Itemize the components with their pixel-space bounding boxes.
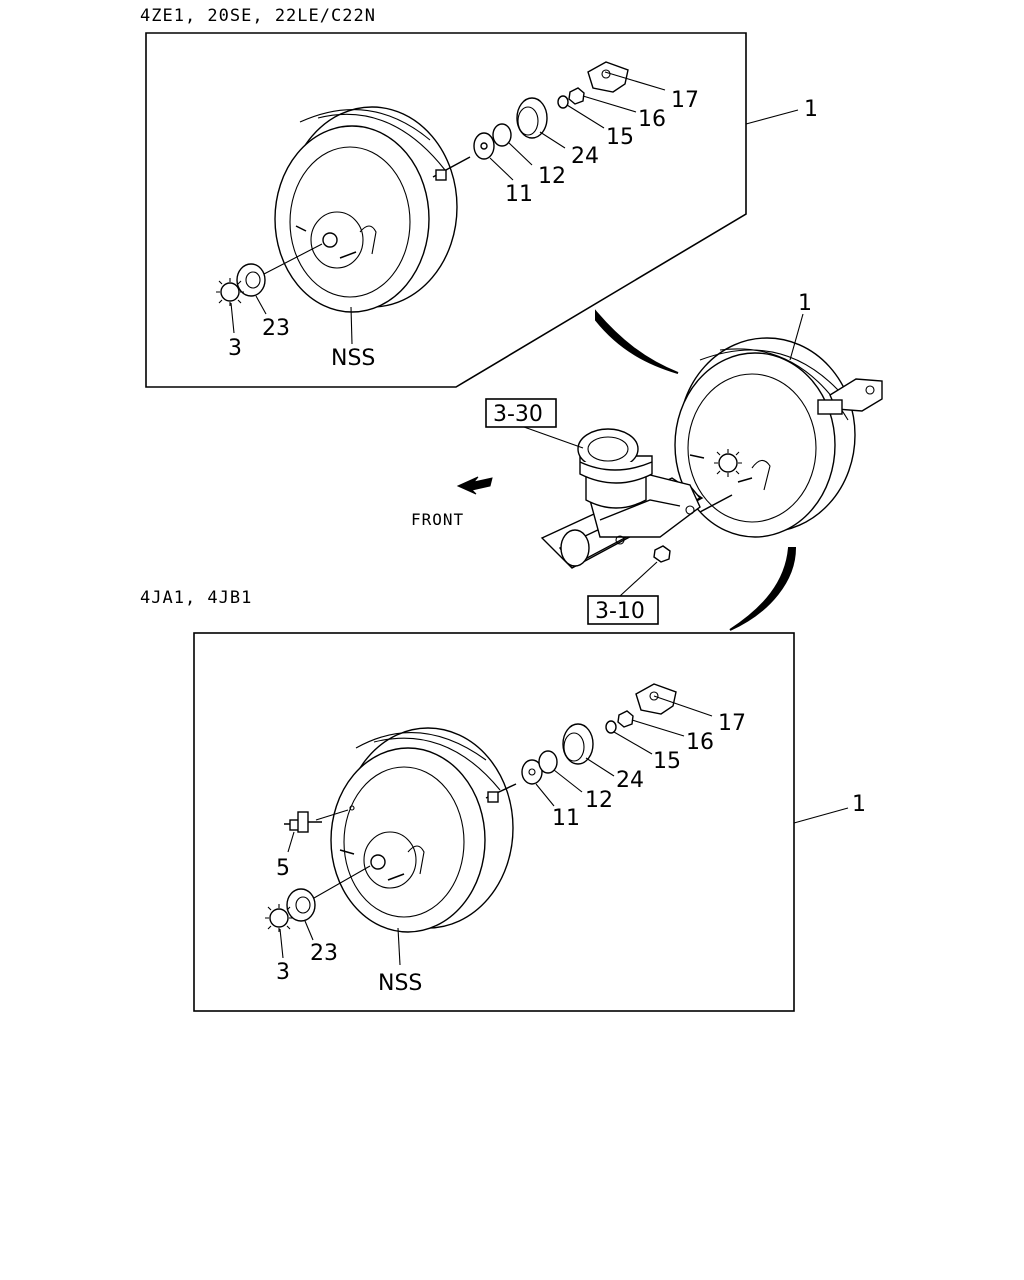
top-part-16-nut — [568, 87, 585, 105]
top-callout-12: 12 — [538, 164, 566, 189]
bottom-callout-1: 1 — [852, 792, 866, 817]
top-front-fasteners — [216, 243, 323, 306]
bottom-booster-drum — [330, 727, 517, 933]
top-variant-header: 4ZE1, 20SE, 22LE/C22N — [140, 6, 376, 26]
ref-box-3-30: 3-30 — [485, 398, 584, 449]
main-callout-1: 1 — [798, 291, 812, 316]
front-label: FRONT — [411, 510, 464, 529]
ref-box-3-10: 3-10 — [587, 561, 659, 625]
bottom-part-17-clevis — [635, 683, 677, 715]
bottom-callout-5: 5 — [276, 856, 290, 881]
bottom-variant-header: 4JA1, 4JB1 — [140, 588, 252, 608]
top-part-3-lockwasher — [216, 278, 244, 306]
top-callout-3: 3 — [228, 336, 242, 361]
bottom-part-15-ring — [605, 720, 617, 734]
bottom-detail-frame — [193, 632, 795, 1012]
front-arrow-icon — [456, 476, 493, 495]
bottom-callout-3: 3 — [276, 960, 290, 985]
bottom-callout-24: 24 — [616, 768, 644, 793]
bottom-callout-nss: NSS — [378, 971, 422, 996]
bottom-part-3-lockwasher — [265, 904, 293, 932]
top-callouts: 17 16 15 24 12 11 23 3 NSS 1 — [228, 88, 818, 371]
ref-3-30-label: 3-30 — [493, 402, 543, 427]
main-lockwasher — [714, 449, 742, 477]
bottom-leader-lines — [279, 695, 849, 966]
bottom-small-parts — [521, 683, 677, 785]
top-detail-frame — [145, 32, 747, 388]
ref-3-10-label: 3-10 — [595, 599, 645, 624]
top-connector-arrow — [595, 309, 679, 374]
reservoir — [577, 428, 653, 509]
top-part-15-ring — [557, 95, 569, 109]
bottom-callouts: 17 16 15 24 12 11 5 23 3 NSS 1 — [276, 711, 866, 996]
bottom-front-fasteners — [265, 809, 371, 932]
bottom-callout-11: 11 — [552, 806, 580, 831]
top-callout-nss: NSS — [331, 346, 375, 371]
bottom-part-16-nut — [617, 710, 634, 728]
top-callout-15: 15 — [606, 125, 634, 150]
master-cylinder-nut — [653, 545, 671, 563]
bottom-callout-12: 12 — [585, 788, 613, 813]
top-callout-24: 24 — [571, 144, 599, 169]
bottom-part-11-washer — [521, 759, 543, 785]
bottom-part-23-seal — [286, 888, 316, 922]
main-booster — [674, 337, 883, 538]
top-small-parts — [473, 61, 629, 160]
top-callout-1: 1 — [804, 97, 818, 122]
top-booster-drum — [274, 106, 471, 313]
bottom-connector-arrow — [729, 547, 797, 631]
top-leader-lines — [230, 71, 799, 345]
front-direction: FRONT — [411, 476, 493, 529]
top-callout-23: 23 — [262, 316, 290, 341]
top-detail-panel: 17 16 15 24 12 11 23 3 NSS 1 — [145, 32, 818, 388]
top-callout-17: 17 — [671, 88, 699, 113]
bottom-callout-15: 15 — [653, 749, 681, 774]
main-assembly: 3-30 3-10 FRONT 1 — [411, 291, 883, 631]
top-part-23-seal — [236, 263, 266, 297]
bottom-part-12-bushing — [538, 750, 558, 774]
bottom-detail-panel: 17 16 15 24 12 11 5 23 3 NSS 1 — [193, 632, 866, 1012]
top-part-17-clevis — [587, 61, 629, 93]
top-callout-11: 11 — [505, 182, 533, 207]
bottom-callout-16: 16 — [686, 730, 714, 755]
bottom-part-5-switch — [284, 811, 322, 833]
bottom-callout-17: 17 — [718, 711, 746, 736]
bottom-callout-23: 23 — [310, 941, 338, 966]
top-callout-16: 16 — [638, 107, 666, 132]
master-cylinder — [540, 428, 733, 569]
top-part-12-bushing — [492, 123, 512, 147]
